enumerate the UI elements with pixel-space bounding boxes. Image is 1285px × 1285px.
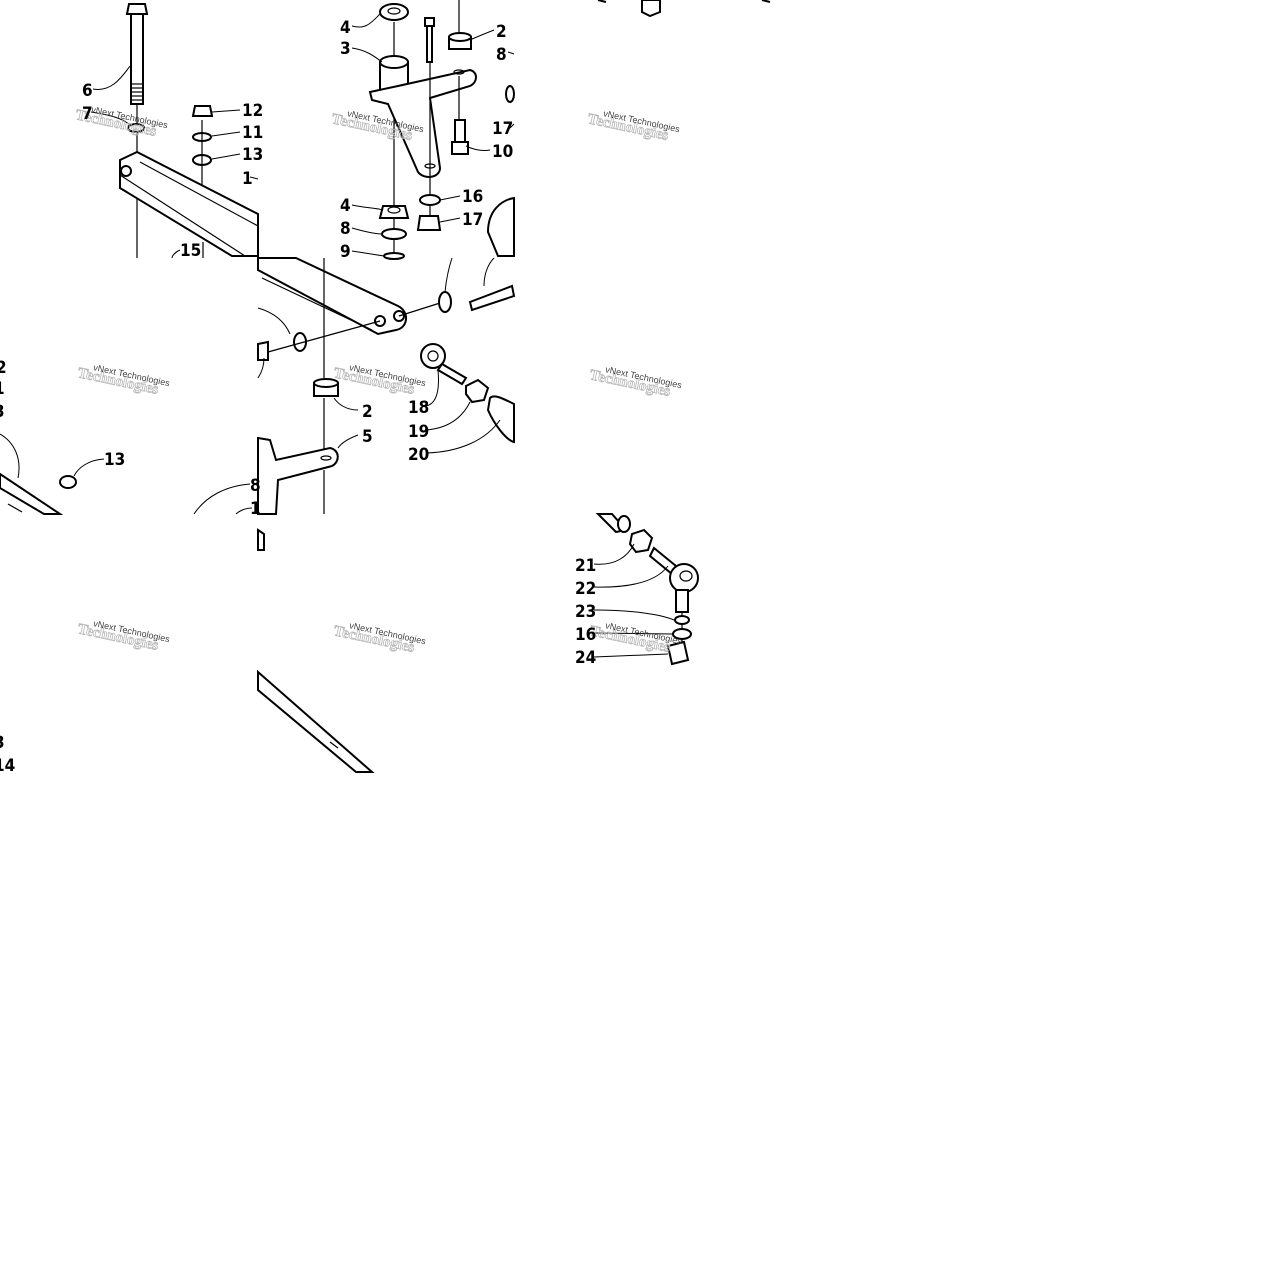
long-rod-bottom <box>257 669 375 773</box>
watermark: Technologies vNext Technologies <box>586 108 681 144</box>
rod-end-22 <box>648 546 699 613</box>
washer-7 <box>127 123 145 133</box>
control-arm-1 <box>119 150 259 257</box>
callout-15: 15 <box>180 241 201 261</box>
tile-top-left <box>90 3 259 259</box>
watermark: Technologies vNext Technologies <box>332 620 427 656</box>
tile-top-middle <box>351 0 515 260</box>
rod-end-18 <box>420 343 468 386</box>
washer-23 <box>674 615 690 625</box>
washer-9 <box>383 252 405 260</box>
callout-6: 6 <box>82 81 93 101</box>
nut-17 <box>416 215 442 231</box>
callout-4: 4 <box>340 196 351 216</box>
tile-bottom-right <box>593 513 699 666</box>
nut-4-top <box>379 3 409 21</box>
callout-1: 1 <box>0 379 5 399</box>
callout-17: 17 <box>492 119 513 139</box>
callout-10: 10 <box>492 142 513 162</box>
spacer-2 <box>448 32 472 50</box>
callout-4: 4 <box>340 18 351 38</box>
bolt-top-center <box>424 17 435 63</box>
callout-3: 3 <box>0 733 5 753</box>
callout-23: 23 <box>575 602 596 622</box>
bolt-10 <box>451 119 469 155</box>
callout-labels: 6 7 12 11 13 1 15 4 3 2 8 17 10 16 17 4 … <box>0 18 596 776</box>
watermark: Technologies vNext Technologies <box>76 362 171 398</box>
watermark: Technologies vNext Technologies <box>332 362 427 398</box>
washer-8 <box>381 228 407 240</box>
callout-8: 8 <box>496 45 507 65</box>
bolt-6 <box>125 3 149 105</box>
callout-19: 19 <box>408 422 429 442</box>
callout-5: 5 <box>362 427 373 447</box>
bolt-threaded-right <box>468 284 516 312</box>
callout-22: 22 <box>575 579 596 599</box>
tube-20 <box>486 395 515 444</box>
callout-11: 11 <box>242 123 263 143</box>
tile-top-right <box>597 0 771 18</box>
washer-right <box>438 291 452 313</box>
callout-24: 24 <box>575 648 596 668</box>
callout-2: 2 <box>496 22 507 42</box>
callout-17: 17 <box>462 210 483 230</box>
callout-12: 12 <box>242 101 263 121</box>
callout-21: 21 <box>575 556 596 576</box>
nut-top-right <box>641 0 661 18</box>
nut-19 <box>465 378 490 404</box>
callout-3: 3 <box>0 402 5 422</box>
callout-13: 13 <box>104 450 125 470</box>
washer-16-bottom <box>672 628 692 640</box>
callout-1: 1 <box>242 169 253 189</box>
callout-1: 1 <box>250 499 261 519</box>
callout-13: 13 <box>242 145 263 165</box>
callout-18: 18 <box>408 398 429 418</box>
tile-middle-left <box>0 433 253 515</box>
callout-9: 9 <box>340 242 351 262</box>
callout-2: 2 <box>362 402 373 422</box>
control-arm-end <box>257 257 407 336</box>
control-arm-left-edge <box>0 472 64 515</box>
nut-24 <box>666 640 690 666</box>
callout-16: 16 <box>575 625 596 645</box>
spacer-2-mid <box>313 378 339 397</box>
callout-7: 7 <box>82 104 93 124</box>
bracket-5 <box>257 436 339 515</box>
callout-20: 20 <box>408 445 429 465</box>
callout-3: 3 <box>340 39 351 59</box>
callout-16: 16 <box>462 187 483 207</box>
tile-middle-middle <box>257 257 516 515</box>
bracket-plate <box>368 68 477 178</box>
callout-2: 2 <box>0 358 7 378</box>
washer-16 <box>419 194 441 206</box>
nut-12 <box>191 105 214 117</box>
watermark: Technologies vNext Technologies <box>588 620 683 656</box>
nut-21 <box>628 528 654 554</box>
hub-right-edge <box>486 196 515 257</box>
bolt-head-left <box>257 340 269 361</box>
watermark: Technologies vNext Technologies <box>76 618 171 654</box>
callout-8: 8 <box>250 476 261 496</box>
watermark: Technologies vNext Technologies <box>588 364 683 400</box>
nut-4-lower <box>378 205 410 219</box>
callout-8: 8 <box>340 219 351 239</box>
washer-13-mid <box>59 475 77 489</box>
callout-14: 14 <box>0 756 15 776</box>
tile-bottom <box>257 528 375 773</box>
